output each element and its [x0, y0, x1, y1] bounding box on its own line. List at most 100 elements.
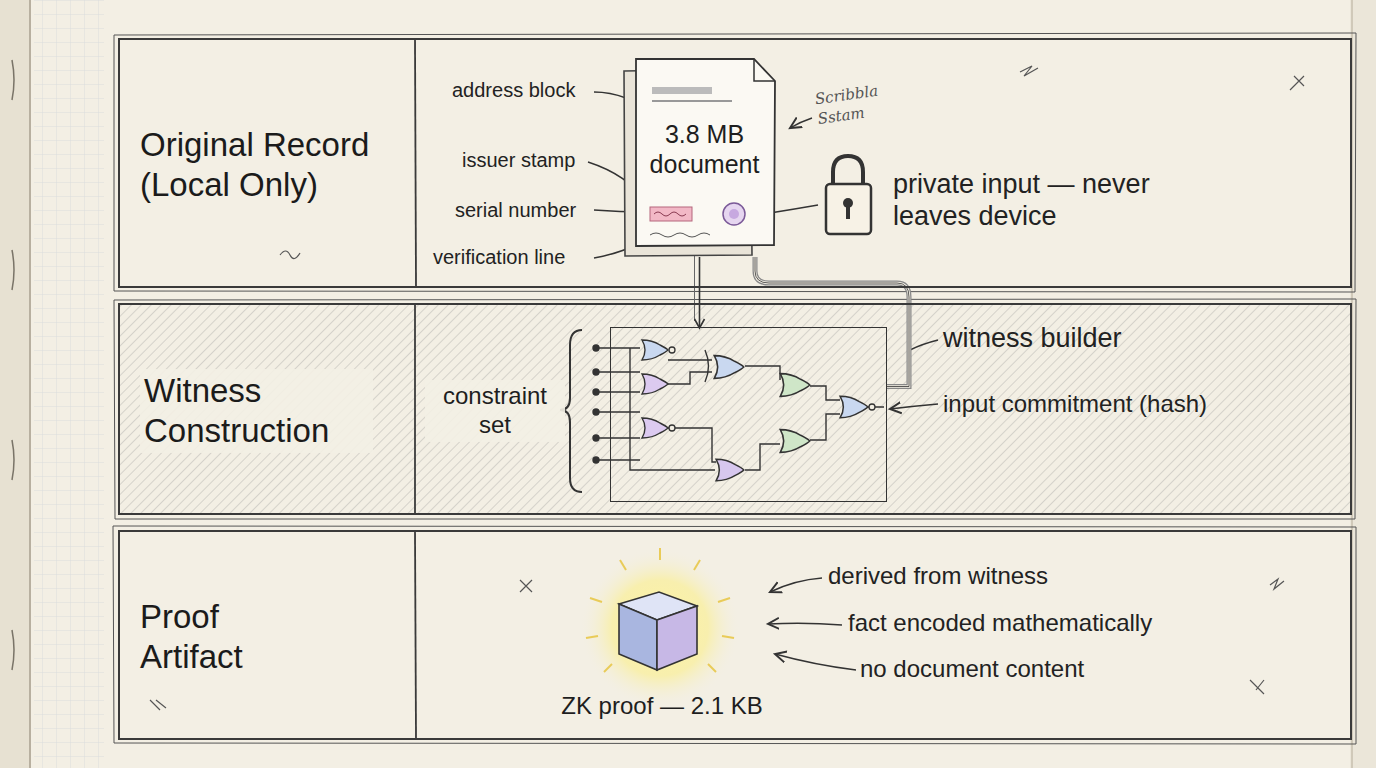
sketch-stroke [650, 207, 692, 221]
sketch-stroke [650, 233, 710, 237]
sketch-stroke [890, 404, 938, 409]
sketch-stroke [826, 184, 871, 234]
sketch-stroke [586, 548, 734, 672]
sketch-stroke [657, 606, 697, 670]
sketch-stroke [593, 369, 599, 375]
sketch-stroke [729, 209, 739, 219]
sketch-stroke [718, 598, 730, 602]
sketch-stroke [768, 578, 856, 670]
sketch-stroke [593, 409, 599, 415]
sketch-stroke [29, 0, 31, 768]
sketch-stroke [415, 532, 416, 738]
sketch-stroke [593, 389, 599, 395]
sketch-stroke [708, 664, 716, 672]
sketch-stroke [846, 205, 850, 219]
sketch-stroke [833, 156, 863, 185]
sketch-stroke [619, 604, 657, 670]
sketch-stroke [669, 347, 875, 431]
scribble-note: Scribbla Sstam [814, 78, 909, 129]
cube-icon [527, 584, 787, 684]
sketch-stroke [415, 40, 416, 738]
sketch-stroke [642, 340, 668, 360]
pipe-outline [755, 257, 909, 387]
sketch-stroke [620, 560, 626, 570]
sketch-stroke [780, 374, 809, 397]
node-text: 3.8 MB document [638, 119, 771, 179]
annotation-label: no document content [860, 655, 1084, 684]
sketch-stroke [280, 251, 300, 259]
sketch-stroke [754, 59, 775, 81]
sketch-stroke [654, 212, 686, 216]
band-title: Proof Artifact [140, 597, 325, 678]
node-text: constraint set [425, 380, 565, 442]
annotation-label: serial number [455, 198, 576, 222]
sketch-stroke [768, 623, 842, 625]
sketch-stroke [593, 435, 599, 441]
sketch-stroke [1350, 0, 1376, 768]
sketch-stroke [659, 548, 661, 560]
sketch-stroke [586, 636, 598, 638]
sketch-stroke [12, 60, 14, 100]
section-band: Proof Artifact ZK proof — 2.1 KB [118, 530, 1352, 740]
sketch-stroke [1270, 579, 1284, 589]
annotation-label: witness builder [943, 322, 1122, 354]
sketch-stroke [642, 418, 668, 438]
sketch-stroke [780, 430, 809, 453]
pipe-connector [755, 257, 909, 387]
sketch-stroke [770, 205, 818, 213]
sketch-stroke [790, 118, 812, 128]
band-title: Original Record (Local Only) [140, 125, 425, 206]
sketch-stroke [910, 340, 938, 350]
node-text: ZK proof — 2.1 KB [527, 692, 797, 721]
sketch-stroke [593, 345, 599, 351]
sketch-stroke [1020, 66, 1038, 76]
sketch-stroke [596, 348, 640, 460]
band-title: Witness Construction [140, 369, 373, 454]
sketch-stroke [604, 664, 612, 672]
sketch-stroke [716, 459, 744, 480]
sketch-stroke [714, 356, 743, 379]
flow-arrow [699, 257, 701, 327]
sketch-stroke [0, 0, 30, 768]
padlock-icon [826, 156, 871, 234]
sketch-stroke [34, 0, 104, 768]
sketch-stroke [12, 250, 14, 290]
sketch-stroke [669, 425, 675, 431]
proof-cube: ZK proof — 2.1 KB [527, 584, 797, 739]
pipe-core [755, 257, 909, 387]
sketch-stroke [642, 374, 668, 394]
sketch-stroke [580, 548, 740, 708]
annotation-label: input commitment (hash) [943, 390, 1207, 419]
annotation-label: derived from witness [828, 562, 1048, 591]
sketch-stroke [590, 598, 602, 602]
sketch-stroke [120, 305, 1350, 513]
sketch-stroke [669, 347, 675, 353]
annotation-label: address block [452, 78, 575, 102]
sketch-stroke [770, 578, 822, 592]
sketch-stroke [652, 100, 732, 102]
sketch-stroke [520, 580, 532, 592]
sketch-stroke [414, 305, 416, 513]
annotation-label: verification line [433, 245, 565, 269]
sketch-stroke [594, 92, 626, 98]
sketch-stroke [630, 348, 884, 470]
sketch-stroke [722, 636, 734, 638]
sketch-stroke [705, 350, 709, 382]
section-band: Original Record (Local Only) 3.8 MB docum… [118, 38, 1352, 288]
sketch-stroke [593, 457, 599, 463]
logic-circuit [593, 345, 884, 470]
sketch-stroke [12, 440, 14, 480]
circuit-box: constraint set [610, 327, 887, 502]
sketch-stroke [150, 700, 166, 710]
sketch-stroke [869, 404, 875, 410]
annotation-label: private input — never leaves device [893, 168, 1178, 233]
sketch-stroke [840, 396, 868, 417]
sketch-stroke [114, 33, 1356, 292]
sketch-stroke [1290, 76, 1304, 90]
sketch-stroke [113, 33, 1356, 744]
sketch-stroke [113, 526, 1356, 744]
sketch-stroke [12, 630, 14, 670]
sketch-stroke [415, 40, 416, 286]
sketch-stroke [775, 654, 856, 670]
